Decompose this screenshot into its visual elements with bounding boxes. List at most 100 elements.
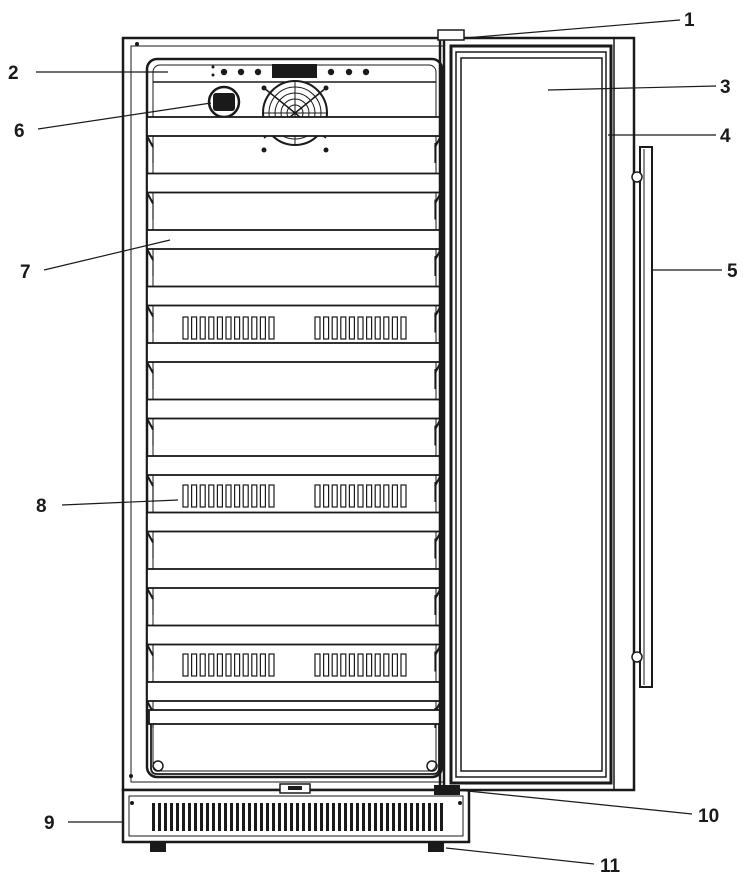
bottle-stopper bbox=[268, 484, 275, 508]
leveling-feet bbox=[150, 842, 444, 852]
bottle-stopper bbox=[366, 653, 373, 677]
shelf bbox=[146, 681, 442, 702]
grille-slat bbox=[278, 803, 281, 831]
shelf bbox=[146, 229, 442, 250]
bottle-stopper bbox=[383, 653, 390, 677]
bottle-stopper bbox=[234, 316, 241, 340]
grille-slat bbox=[380, 803, 383, 831]
bottle-stopper bbox=[251, 484, 258, 508]
corner-screw bbox=[129, 774, 133, 778]
grille-slat bbox=[200, 803, 203, 831]
bottle-stopper bbox=[331, 316, 338, 340]
bottle-stopper bbox=[242, 484, 249, 508]
shelf bbox=[146, 398, 442, 420]
grille-slat bbox=[284, 803, 287, 831]
bottle-stopper bbox=[314, 316, 321, 340]
bottle-stopper bbox=[251, 316, 258, 340]
shelf-rail-left bbox=[146, 248, 154, 261]
grille-slat bbox=[404, 803, 407, 831]
grille-slat bbox=[230, 803, 233, 831]
callout-8: 8 bbox=[36, 496, 47, 517]
bottle-stopper bbox=[400, 316, 407, 340]
callout-10: 10 bbox=[698, 806, 719, 827]
bottle-stopper bbox=[357, 316, 364, 340]
shelf-rail-left bbox=[146, 474, 154, 487]
grille-slat bbox=[188, 803, 191, 831]
shelf-rail-left bbox=[146, 418, 154, 430]
shelf-rail-left bbox=[146, 305, 154, 317]
grille-slats bbox=[152, 803, 443, 831]
grille-slat bbox=[218, 803, 221, 831]
bottle-stopper bbox=[268, 653, 275, 677]
callout-7: 7 bbox=[20, 262, 31, 283]
shelf bbox=[146, 568, 442, 589]
grille-slat bbox=[434, 803, 437, 831]
bottle-stopper bbox=[208, 484, 215, 508]
control-button bbox=[254, 68, 262, 76]
bottle-stopper bbox=[391, 653, 398, 677]
control-button bbox=[345, 68, 353, 76]
corner-screw bbox=[135, 42, 139, 46]
leader-lines bbox=[36, 19, 722, 865]
shelf-rail-left bbox=[146, 587, 154, 600]
grille-slat bbox=[308, 803, 311, 831]
grille-slat bbox=[356, 803, 359, 831]
bottle-stopper bbox=[391, 484, 398, 508]
grille-slat bbox=[242, 803, 245, 831]
grille-slat bbox=[428, 803, 431, 831]
grille-slat bbox=[344, 803, 347, 831]
door bbox=[434, 29, 653, 795]
grille-slat bbox=[212, 803, 215, 831]
bottle-stopper bbox=[391, 316, 398, 340]
grille-slat bbox=[350, 803, 353, 831]
bottle-stopper bbox=[374, 484, 381, 508]
callout-1: 1 bbox=[684, 10, 695, 31]
leveling-foot bbox=[428, 842, 444, 852]
bottle-stopper bbox=[242, 316, 249, 340]
grille-slat bbox=[272, 803, 275, 831]
bottle-stopper bbox=[340, 653, 347, 677]
bottle-stopper bbox=[259, 484, 266, 508]
callout-9: 9 bbox=[44, 813, 55, 834]
bottle-stopper bbox=[199, 484, 206, 508]
bottle-stopper bbox=[314, 484, 321, 508]
shelf bbox=[146, 342, 442, 363]
indicator-dot bbox=[211, 73, 215, 77]
door-glass bbox=[460, 57, 603, 772]
callout-3: 3 bbox=[720, 77, 731, 98]
shelf-rail-left bbox=[146, 531, 154, 543]
shelf bbox=[146, 116, 442, 137]
shelf-rail-left bbox=[146, 135, 154, 148]
bottle-stopper bbox=[383, 316, 390, 340]
bottle-stopper bbox=[400, 653, 407, 677]
leader-line-8 bbox=[61, 499, 179, 506]
callout-labels: 1 2 3 4 5 6 7 8 9 10 11 bbox=[8, 10, 738, 877]
callout-6: 6 bbox=[14, 121, 25, 142]
shelf bbox=[146, 624, 442, 646]
bottle-stopper bbox=[323, 653, 330, 677]
grille-slat bbox=[224, 803, 227, 831]
grille-slat bbox=[362, 803, 365, 831]
bottle-stopper bbox=[268, 316, 275, 340]
bottle-stopper bbox=[357, 484, 364, 508]
shelf-rail-left bbox=[146, 361, 154, 374]
leader-line-6 bbox=[37, 102, 212, 130]
grille-slat bbox=[152, 803, 155, 831]
callout-4: 4 bbox=[720, 126, 731, 147]
leader-line-11 bbox=[445, 847, 595, 865]
grille-slat bbox=[176, 803, 179, 831]
base-grille bbox=[121, 783, 471, 844]
grille-slat bbox=[386, 803, 389, 831]
shelf bbox=[146, 455, 442, 476]
bottle-stopper bbox=[357, 653, 364, 677]
bottle-stopper bbox=[225, 484, 232, 508]
bottle-stopper bbox=[191, 316, 198, 340]
door-handle bbox=[631, 146, 653, 688]
grille-slat bbox=[236, 803, 239, 831]
grille-slat bbox=[194, 803, 197, 831]
grille-slat bbox=[260, 803, 263, 831]
bottle-stopper bbox=[225, 653, 232, 677]
bottle-stopper bbox=[259, 653, 266, 677]
bottle-stopper bbox=[340, 316, 347, 340]
grille-slat bbox=[290, 803, 293, 831]
